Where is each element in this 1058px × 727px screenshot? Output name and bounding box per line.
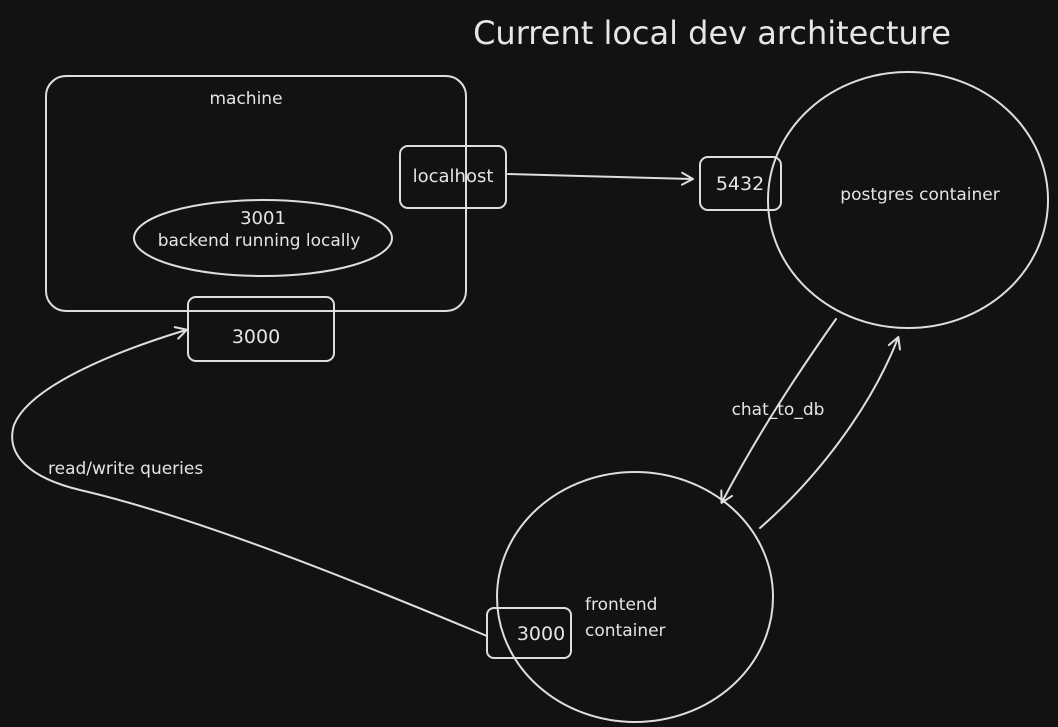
frontend-port-box: 3000: [486, 607, 572, 659]
postgres-container: postgres container: [767, 71, 1049, 329]
diagram-title: Current local dev architecture: [473, 14, 951, 52]
backend-label: backend running locally: [158, 231, 361, 251]
localhost-to-postgres-arrow: [507, 171, 694, 186]
machine-port-label: 3000: [232, 326, 280, 348]
localhost-label: localhost: [413, 166, 494, 187]
read-write-label: read/write queries: [48, 459, 203, 479]
frontend-to-machine-arrow: [11, 326, 488, 637]
frontend-label-line1: frontend: [585, 595, 657, 615]
machine-box: machine: [45, 75, 467, 312]
postgres-label: postgres container: [840, 185, 999, 205]
postgres-port-box: 5432: [699, 156, 782, 211]
chat-to-db-label: chat_to_db: [732, 400, 825, 420]
postgres-to-frontend-arrow: [720, 318, 837, 504]
localhost-port-box: localhost: [399, 145, 507, 209]
postgres-port-label: 5432: [716, 173, 764, 195]
frontend-to-postgres-arrow: [759, 336, 901, 529]
frontend-port-label: 3000: [517, 623, 565, 645]
machine-label: machine: [209, 89, 282, 109]
frontend-container: frontend container: [496, 471, 774, 723]
frontend-label-line2: container: [585, 621, 666, 641]
machine-port-box: 3000: [187, 296, 335, 362]
backend-port-label: 3001: [240, 208, 286, 229]
backend-node: 3001 backend running locally: [133, 199, 393, 277]
